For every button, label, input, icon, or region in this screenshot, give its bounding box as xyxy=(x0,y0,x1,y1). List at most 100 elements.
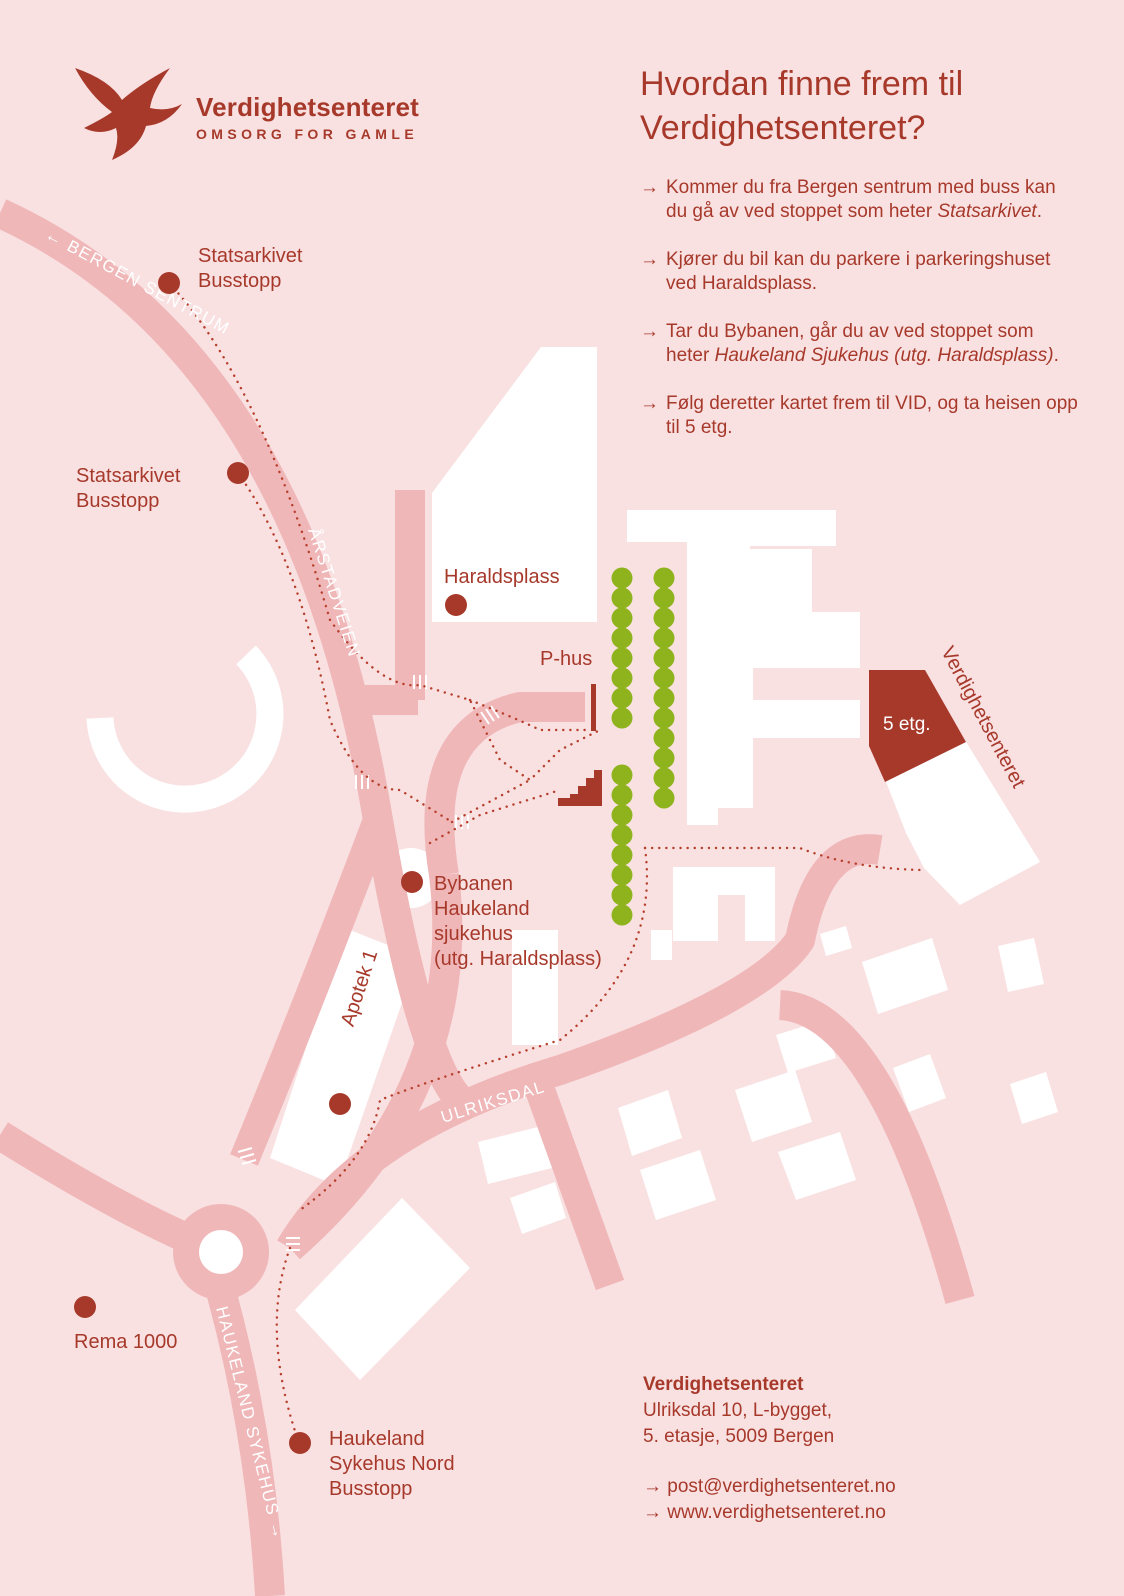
tree xyxy=(611,707,633,729)
tree xyxy=(653,767,675,789)
direction-step: → Tar du Bybanen, går du av ved stoppet … xyxy=(640,320,1080,368)
stairs-icon xyxy=(558,770,602,806)
trees xyxy=(611,567,675,926)
haraldsplass-dot xyxy=(445,594,467,616)
building-s10 xyxy=(893,1054,946,1112)
road-west-rema xyxy=(0,1122,206,1258)
address-name: Verdighetsenteret xyxy=(643,1374,804,1395)
tree xyxy=(653,707,675,729)
destination-building xyxy=(869,670,966,782)
tree xyxy=(611,587,633,609)
roads xyxy=(0,199,975,1596)
tree xyxy=(611,824,633,846)
tree xyxy=(611,647,633,669)
tree xyxy=(653,627,675,649)
tree xyxy=(653,587,675,609)
haukeland-nord-dot xyxy=(289,1432,311,1454)
direction-step: → Følg deretter kartet frem til VID, og … xyxy=(640,392,1080,440)
tree xyxy=(611,607,633,629)
direction-step: → Kommer du fra Bergen sentrum med buss … xyxy=(640,176,1080,224)
building-s11 xyxy=(1010,1072,1058,1124)
building-small-2 xyxy=(651,930,672,960)
roundabout-center xyxy=(199,1230,243,1274)
bybanen-dot xyxy=(401,871,423,893)
website-link[interactable]: → www.verdighetsenteret.no xyxy=(643,1502,886,1523)
direction-text: Kjører du bil kan du parkere i parkering… xyxy=(666,249,1051,294)
directions-list: → Kommer du fra Bergen sentrum med buss … xyxy=(640,176,1080,464)
tree xyxy=(611,687,633,709)
direction-text: Tar du Bybanen, går du av ved stoppet so… xyxy=(666,321,1059,366)
logo-tagline: OMSORG FOR GAMLE xyxy=(196,126,419,142)
building-s8 xyxy=(862,938,948,1014)
building-s12 xyxy=(820,926,852,956)
road-east-branch xyxy=(778,990,975,1304)
tree xyxy=(653,787,675,809)
walking-paths xyxy=(167,281,922,1442)
road-south-branch xyxy=(525,1084,625,1291)
statsarkivet-1-dot xyxy=(158,272,180,294)
tree xyxy=(653,727,675,749)
road-ulriksdal xyxy=(277,834,883,1256)
crosswalks xyxy=(237,675,500,1251)
email-link[interactable]: → post@verdighetsenteret.no xyxy=(643,1476,896,1497)
road-haukeland-sykehus xyxy=(197,1255,285,1596)
contact-block: → post@verdighetsenteret.no → www.verdig… xyxy=(643,1474,896,1526)
plaza-arc xyxy=(86,645,284,813)
address-block: Verdighetsenteret Ulriksdal 10, L-bygget… xyxy=(643,1372,834,1450)
etg-label: 5 etg. xyxy=(883,714,931,735)
building-apotek xyxy=(270,928,418,1186)
building-hospital-main xyxy=(627,510,860,808)
label-phus: P-hus xyxy=(540,648,593,670)
building-vid xyxy=(883,732,1040,905)
address-line-2: 5. etasje, 5009 Bergen xyxy=(643,1426,835,1447)
direction-step: → Kjører du bil kan du parkere i parkeri… xyxy=(640,248,1080,296)
building-s5 xyxy=(735,1070,812,1142)
building-s3 xyxy=(618,1090,682,1156)
building-south xyxy=(295,1198,470,1380)
parking-entrance-marker xyxy=(591,684,596,731)
building-haraldsplass xyxy=(432,347,597,622)
arrow-right-icon: → xyxy=(640,321,659,342)
building-s7 xyxy=(778,1132,856,1200)
tree xyxy=(611,844,633,866)
tree xyxy=(611,904,633,926)
direction-text: Kommer du fra Bergen sentrum med buss ka… xyxy=(666,177,1056,222)
building-s1 xyxy=(478,1126,552,1184)
buildings xyxy=(86,347,1058,1380)
tree xyxy=(611,864,633,886)
tree xyxy=(611,627,633,649)
road-inner-ring xyxy=(230,814,393,1166)
building-small-1 xyxy=(673,867,775,941)
building-hospital-west xyxy=(687,542,718,825)
page-title: Hvordan finne frem til Verdighetsenteret… xyxy=(640,65,964,147)
tree xyxy=(611,667,633,689)
tree xyxy=(653,747,675,769)
building-s4 xyxy=(640,1150,716,1220)
arrow-right-icon: → xyxy=(640,249,659,270)
label-haraldsplass: Haraldsplass xyxy=(444,566,560,588)
building-bybanen-block xyxy=(512,930,558,1045)
tree xyxy=(611,804,633,826)
tree xyxy=(653,607,675,629)
building-s9 xyxy=(998,938,1044,992)
statsarkivet-2-dot xyxy=(227,462,249,484)
direction-text: Følg deretter kartet frem til VID, og ta… xyxy=(666,393,1078,438)
apotek-dot xyxy=(329,1093,351,1115)
building-s2 xyxy=(510,1182,566,1234)
road-arch xyxy=(424,692,585,878)
arrow-right-icon: → xyxy=(640,177,659,198)
tree xyxy=(653,567,675,589)
tree xyxy=(611,784,633,806)
arrow-right-icon: → xyxy=(640,393,659,414)
label-rema: Rema 1000 xyxy=(74,1331,178,1353)
logo-name: Verdighetsenteret xyxy=(196,92,420,122)
tree xyxy=(653,647,675,669)
tree xyxy=(611,567,633,589)
tree xyxy=(653,667,675,689)
tree xyxy=(653,687,675,709)
